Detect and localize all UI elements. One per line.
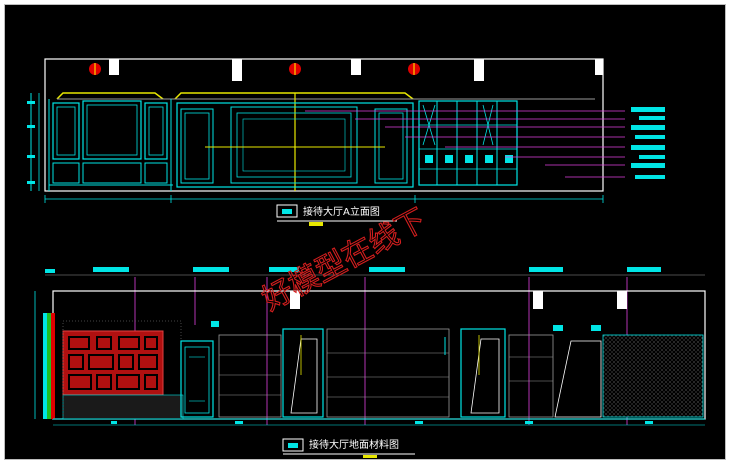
bottom-elevation-title: 接待大厅地面材料图 xyxy=(309,438,399,451)
watermark-text: 好模型在线下 xyxy=(257,202,432,317)
top-elevation: 接待大厅A立面图 xyxy=(27,58,665,226)
bottom-elevation: 接待大厅地面材料图 xyxy=(34,267,706,458)
lamp-icon xyxy=(408,63,420,75)
top-elevation-title: 接待大厅A立面图 xyxy=(303,205,380,218)
title-marker-icon xyxy=(282,438,304,452)
title-marker-icon xyxy=(276,204,298,218)
lamp-icon xyxy=(289,63,301,75)
cad-drawing-sheet: 接待大厅A立面图 xyxy=(4,4,726,460)
elevation-drawing: 接待大厅A立面图 xyxy=(27,58,706,458)
lamp-icon xyxy=(89,63,101,75)
